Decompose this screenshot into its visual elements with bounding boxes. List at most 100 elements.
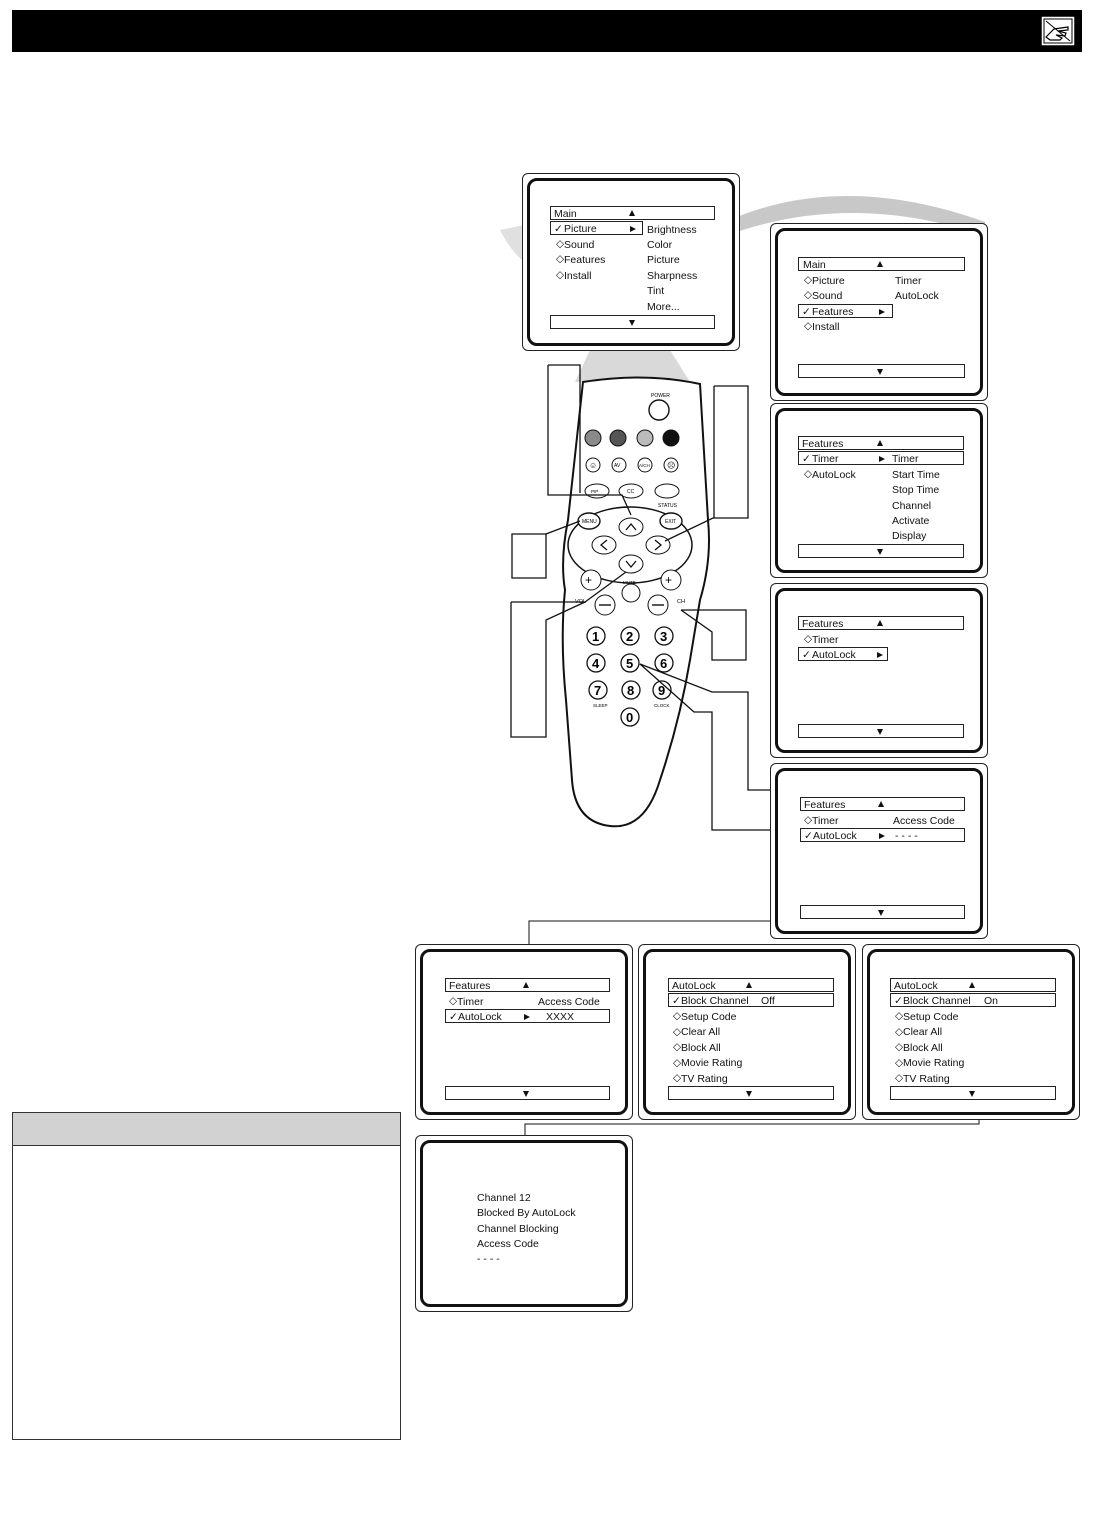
- menu-item-sound[interactable]: Sound: [812, 290, 843, 302]
- option-display[interactable]: Display: [892, 530, 927, 542]
- menu-header-label: AutoLock: [894, 980, 938, 992]
- digit-button-1[interactable]: [586, 626, 606, 646]
- menu-item-picture[interactable]: Picture: [564, 223, 597, 235]
- menu-header: [798, 436, 964, 450]
- menu-item-install[interactable]: Install: [812, 321, 840, 333]
- av-button[interactable]: [611, 457, 627, 473]
- vol-up-button[interactable]: [580, 569, 602, 591]
- menu-item-timer[interactable]: Timer: [457, 996, 484, 1008]
- menu-item-block-channel[interactable]: Block Channel: [681, 995, 749, 1007]
- blue-button[interactable]: [662, 429, 680, 447]
- menu-item-block-channel[interactable]: Block Channel: [903, 995, 971, 1007]
- digit-button-6[interactable]: [654, 653, 674, 673]
- bullet-icon: ◇: [804, 468, 813, 480]
- menu-item-movie-rating[interactable]: Movie Rating: [903, 1057, 965, 1069]
- digit-label-8: 8: [627, 683, 634, 698]
- format-button[interactable]: [654, 483, 680, 499]
- mute-button[interactable]: [621, 583, 641, 603]
- ch-up-button[interactable]: [660, 569, 682, 591]
- option-picture[interactable]: Picture: [647, 254, 680, 266]
- digit-button-5[interactable]: [620, 653, 640, 673]
- power-label: POWER: [651, 393, 670, 399]
- smart-sound-button[interactable]: [663, 457, 679, 473]
- option-sharpness[interactable]: Sharpness: [647, 270, 698, 282]
- left-arrow-button[interactable]: [591, 535, 617, 555]
- digit-button-3[interactable]: [654, 626, 674, 646]
- menu-item-features[interactable]: Features: [564, 254, 606, 266]
- menu-header-label: Main: [803, 259, 826, 271]
- menu-header-label: Features: [802, 438, 844, 450]
- menu-item-autolock[interactable]: AutoLock: [813, 830, 857, 842]
- option-brightness[interactable]: Brightness: [647, 224, 697, 236]
- power-button[interactable]: [648, 399, 670, 421]
- cc-button[interactable]: [618, 483, 644, 499]
- digit-button-7[interactable]: [588, 680, 608, 700]
- option-more[interactable]: More...: [647, 301, 680, 313]
- menu-item-clear-all[interactable]: Clear All: [681, 1026, 721, 1038]
- smart-picture-button[interactable]: [585, 457, 601, 473]
- menu-item-timer[interactable]: Timer: [812, 815, 839, 827]
- menu-item-tv-rating[interactable]: TV Rating: [903, 1073, 950, 1085]
- menu-item-block-all[interactable]: Block All: [681, 1042, 721, 1054]
- menu-item-sound[interactable]: Sound: [564, 239, 595, 251]
- access-code-label: Access Code: [893, 815, 955, 827]
- menu-item-tv-rating[interactable]: TV Rating: [681, 1073, 728, 1085]
- selection-highlight: [668, 993, 834, 1007]
- access-code-field[interactable]: XXXX: [546, 1011, 575, 1023]
- digit-button-0[interactable]: [620, 707, 640, 727]
- block-channel-value[interactable]: On: [984, 995, 999, 1007]
- digit-label-0: 0: [626, 710, 633, 725]
- digit-button-2[interactable]: [620, 626, 640, 646]
- option-timer[interactable]: Timer: [892, 453, 919, 465]
- option-stop-time[interactable]: Stop Time: [892, 484, 940, 496]
- menu-button[interactable]: [577, 512, 601, 530]
- option-color[interactable]: Color: [647, 239, 673, 251]
- check-icon: ✓: [894, 995, 903, 1007]
- menu-item-autolock[interactable]: AutoLock: [458, 1011, 502, 1023]
- menu-item-setup-code[interactable]: Setup Code: [681, 1011, 737, 1023]
- option-channel[interactable]: Channel: [892, 500, 932, 512]
- red-button[interactable]: [584, 429, 602, 447]
- pointing-hand-icon: [1040, 15, 1076, 47]
- option-activate[interactable]: Activate: [892, 515, 930, 527]
- menu-item-movie-rating[interactable]: Movie Rating: [681, 1057, 743, 1069]
- submenu-arrow-icon: [630, 226, 636, 232]
- option-start-time[interactable]: Start Time: [892, 469, 940, 481]
- menu-item-timer[interactable]: Timer: [812, 453, 839, 465]
- scroll-down-icon: [878, 910, 884, 916]
- menu-item-timer[interactable]: Timer: [812, 634, 839, 646]
- menu-item-clear-all[interactable]: Clear All: [903, 1026, 943, 1038]
- menu-item-setup-code[interactable]: Setup Code: [903, 1011, 959, 1023]
- scroll-up-icon: [878, 801, 884, 807]
- ach-button[interactable]: [637, 457, 653, 473]
- access-code-field[interactable]: - - - -: [477, 1253, 500, 1265]
- bullet-icon: ◇: [804, 274, 813, 286]
- menu-item-install[interactable]: Install: [564, 270, 592, 282]
- selection-highlight: [798, 647, 888, 661]
- digit-button-8[interactable]: [621, 680, 641, 700]
- menu-item-autolock[interactable]: AutoLock: [812, 649, 856, 661]
- right-arrow-button[interactable]: [645, 535, 671, 555]
- block-channel-value[interactable]: Off: [761, 995, 775, 1007]
- green-button[interactable]: [609, 429, 627, 447]
- tv-screen-main-features: Main ◇ Picture ◇ Sound ✓ Features ◇ Inst…: [770, 223, 988, 401]
- yellow-button[interactable]: [636, 429, 654, 447]
- option-timer[interactable]: Timer: [895, 275, 922, 287]
- down-arrow-button[interactable]: [618, 554, 644, 574]
- digit-button-4[interactable]: [586, 653, 606, 673]
- menu-item-block-all[interactable]: Block All: [903, 1042, 943, 1054]
- up-arrow-button[interactable]: [618, 517, 644, 537]
- digit-label-7: 7: [594, 683, 601, 698]
- access-code-field[interactable]: - - - -: [895, 830, 918, 842]
- menu-item-autolock[interactable]: AutoLock: [812, 469, 856, 481]
- scroll-up-icon: [877, 440, 883, 446]
- bullet-icon: ◇: [804, 814, 813, 826]
- option-tint[interactable]: Tint: [647, 285, 665, 297]
- menu-header-label: Main: [554, 208, 577, 220]
- menu-footer: [445, 1086, 610, 1100]
- exit-button[interactable]: [659, 512, 683, 530]
- menu-item-features[interactable]: Features: [812, 306, 854, 318]
- option-autolock[interactable]: AutoLock: [895, 290, 939, 302]
- digit-button-9[interactable]: [652, 680, 672, 700]
- menu-item-picture[interactable]: Picture: [812, 275, 845, 287]
